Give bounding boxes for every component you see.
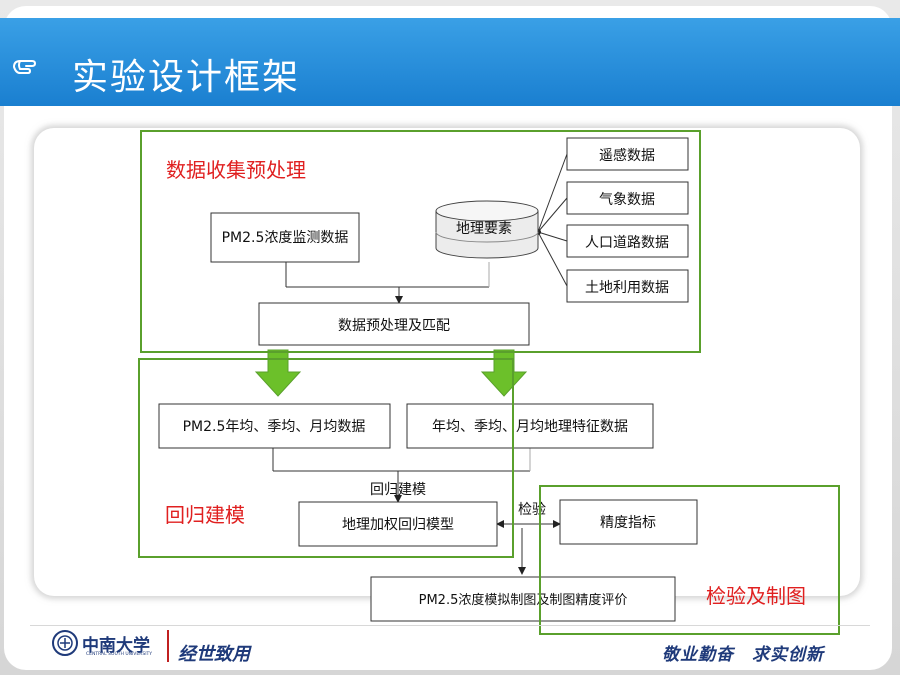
- footer-divider: [30, 625, 870, 626]
- section-validation-frame: [539, 485, 840, 635]
- down-arrow-left: [254, 349, 302, 397]
- node-pm25-avg-box: [158, 403, 391, 449]
- section-label-regression: 回归建模: [165, 503, 245, 527]
- node-geo-features-box: [406, 403, 654, 449]
- node-pm25-monitor-box: [210, 212, 360, 263]
- node-meteorology: 气象数据: [599, 192, 655, 208]
- node-preprocess-box: [258, 302, 530, 346]
- university-logo-icon: [52, 630, 78, 656]
- connectors: [272, 153, 568, 575]
- node-accuracy-index: 精度指标: [600, 515, 656, 531]
- title-bar: [0, 18, 900, 106]
- node-land-use: 土地利用数据: [585, 280, 669, 296]
- node-gwr-model-box: [298, 501, 498, 547]
- node-gwr-model: 地理加权回归模型: [342, 516, 454, 533]
- node-pm25-monitor: PM2.5浓度监测数据: [222, 230, 349, 246]
- motto-right: 敬业勤奋 求实创新: [662, 645, 824, 665]
- node-meteorology-box: [566, 181, 689, 215]
- node-mapping-box: [370, 576, 676, 622]
- page-title: 实验设计框架: [72, 57, 301, 98]
- node-remote-sensing-box: [566, 137, 689, 171]
- edge-label-validate: 检验: [518, 502, 546, 518]
- database-cylinder-icon: [435, 200, 539, 259]
- node-pm25-avg: PM2.5年均、季均、月均数据: [183, 419, 366, 435]
- motto-left: 经世致用: [178, 644, 250, 665]
- section-label-validation: 检验及制图: [706, 584, 806, 608]
- node-population-road-box: [566, 224, 689, 258]
- node-mapping: PM2.5浓度模拟制图及制图精度评价: [419, 592, 628, 608]
- node-population-road: 人口道路数据: [585, 235, 669, 251]
- node-geo-features: 年均、季均、月均地理特征数据: [432, 419, 628, 435]
- section-label-preprocess: 数据收集预处理: [166, 158, 306, 182]
- node-accuracy-box: [559, 499, 698, 545]
- node-preprocess-match: 数据预处理及匹配: [338, 318, 450, 334]
- edge-label-regression: 回归建模: [370, 481, 426, 498]
- section-regression-frame: [138, 358, 514, 558]
- pointing-hand-icon: [13, 60, 36, 74]
- university-name-en: CENTRAL SOUTH UNIVERSITY: [86, 652, 153, 657]
- footer-separator: [167, 630, 169, 662]
- node-land-use-box: [566, 269, 689, 303]
- section-preprocess-frame: [140, 130, 701, 353]
- down-arrow-right: [480, 349, 528, 397]
- node-geo-elements: 地理要素: [456, 221, 512, 237]
- node-remote-sensing: 遥感数据: [599, 147, 655, 164]
- university-name: 中南大学: [82, 636, 150, 656]
